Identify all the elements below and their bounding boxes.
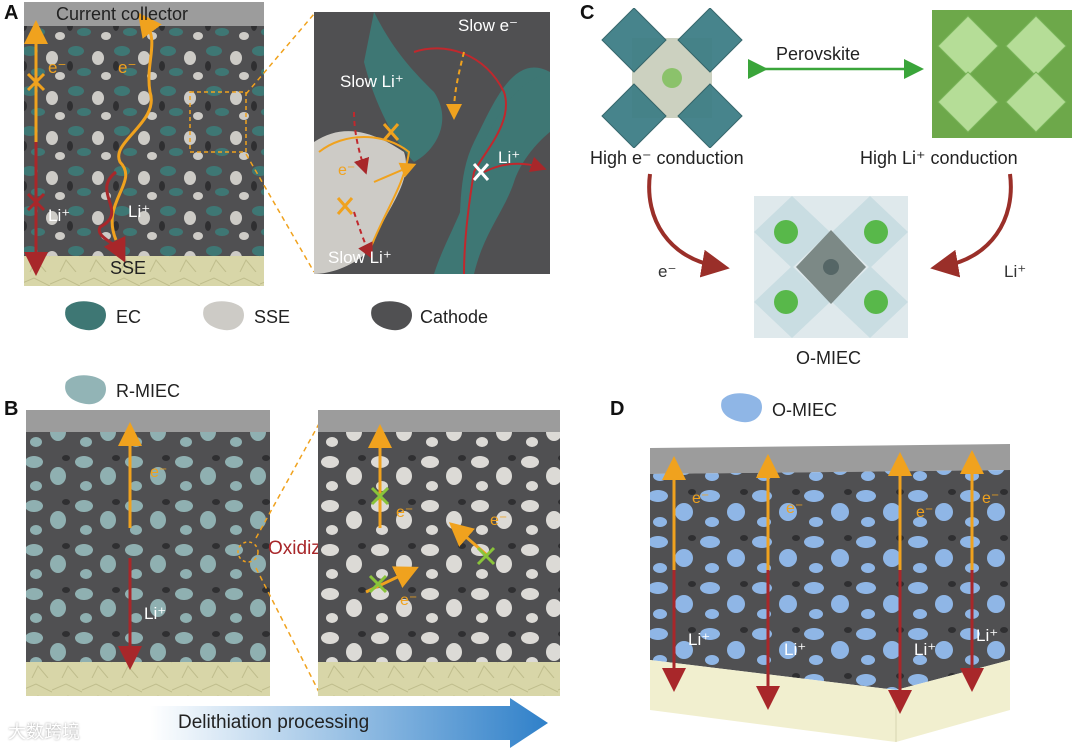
slow-li-bottom-label: Slow Li⁺ <box>328 248 392 268</box>
d-li-label-2: Li⁺ <box>784 640 806 660</box>
c-e-arrow <box>630 170 730 280</box>
d-li-label-4: Li⁺ <box>976 626 998 646</box>
legend-rmiec-label: R-MIEC <box>116 381 180 402</box>
d-e-label-4: e⁻ <box>982 488 999 508</box>
panel-b-letter: B <box>4 398 18 421</box>
c-li-label: Li⁺ <box>1004 262 1026 282</box>
zoom-li-label: Li⁺ <box>498 148 520 168</box>
d-li-label-1: Li⁺ <box>688 630 710 650</box>
d-e-label-1: e⁻ <box>692 488 709 508</box>
legend-sse-label: SSE <box>254 307 290 328</box>
panel-d-electrode <box>646 440 1010 746</box>
d-e-label-2: e⁻ <box>786 498 803 518</box>
b-e-label-right-2: e⁻ <box>490 510 507 530</box>
perovskite-teal-cluster <box>598 8 746 148</box>
a-e-label-left: e⁻ <box>48 58 66 78</box>
slow-li-top-label: Slow Li⁺ <box>340 72 404 92</box>
panel-b-before <box>22 408 272 698</box>
high-e-label: High e⁻ conduction <box>590 148 744 169</box>
d-e-label-3: e⁻ <box>916 502 933 522</box>
panel-c-letter: C <box>580 2 594 25</box>
b-e-label-left: e⁻ <box>150 462 167 482</box>
high-li-label: High Li⁺ conduction <box>860 148 1018 169</box>
legend-cathode <box>368 298 416 334</box>
watermark: 大数跨境 <box>8 718 80 744</box>
a-li-label-right: Li⁺ <box>128 202 150 222</box>
sse-base-label: SSE <box>110 258 146 279</box>
b-e-label-right-1: e⁻ <box>396 502 413 522</box>
zoom-e-label: e⁻ <box>338 160 355 180</box>
panel-a-zoom <box>314 12 550 274</box>
legend-ec <box>62 298 110 334</box>
a-e-label-right: e⁻ <box>118 58 136 78</box>
d-li-label-3: Li⁺ <box>914 640 936 660</box>
omiec-label: O-MIEC <box>796 348 861 369</box>
zoom-connector <box>240 10 320 280</box>
panel-d-letter: D <box>610 398 624 421</box>
legend-sse <box>200 298 248 334</box>
legend-ec-label: EC <box>116 307 141 328</box>
b-li-label-left: Li⁺ <box>144 604 166 624</box>
legend-cathode-label: Cathode <box>420 307 488 328</box>
c-e-label: e⁻ <box>658 262 676 282</box>
legend-rmiec <box>62 372 110 408</box>
b-e-label-right-3: e⁻ <box>400 590 417 610</box>
perovskite-green-cluster <box>928 8 1076 140</box>
legend-omiec-label: O-MIEC <box>772 400 837 421</box>
panel-b-after <box>318 408 562 698</box>
perovskite-label: Perovskite <box>772 44 864 65</box>
current-collector-label: Current collector <box>56 4 188 25</box>
panel-a-letter: A <box>4 2 18 25</box>
slow-e-label: Slow e⁻ <box>458 16 518 36</box>
omiec-structure <box>754 196 908 338</box>
a-li-label-left: Li⁺ <box>48 206 70 226</box>
legend-omiec <box>718 390 766 426</box>
panel-a-electrode <box>20 2 270 288</box>
delithiation-label: Delithiation processing <box>178 712 369 734</box>
